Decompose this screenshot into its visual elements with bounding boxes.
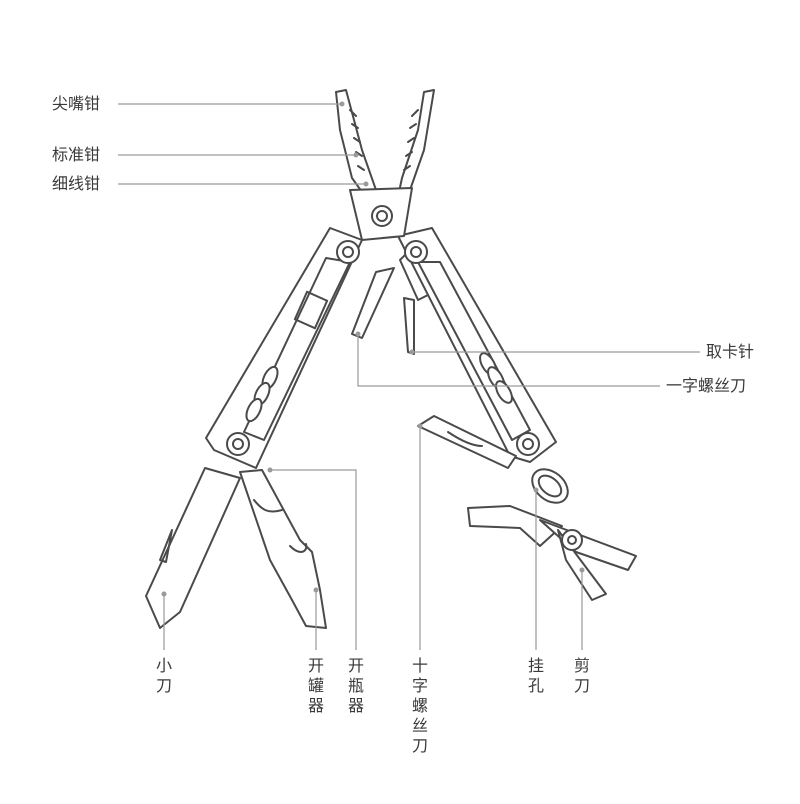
scissors-lower-blade <box>467 505 563 547</box>
opener-tool <box>239 469 327 629</box>
label-can-opener: 开罐器 <box>307 656 324 715</box>
label-wire-pliers: 细线钳 <box>52 174 101 193</box>
label-flat-screwdriver: 一字螺丝刀 <box>666 376 747 395</box>
label-small-knife: 小刀 <box>155 656 172 695</box>
scissors-blade <box>539 519 637 571</box>
callout-line-flat-screwdriver <box>357 334 660 387</box>
flat-screwdriver-tool <box>351 267 395 339</box>
sim-pin-tool <box>403 297 415 355</box>
label-hanging-hole: 挂孔 <box>527 656 544 695</box>
small-knife-blade <box>145 467 241 629</box>
label-scissors: 剪刀 <box>573 656 590 695</box>
callout-line-bottle-opener <box>270 469 357 650</box>
label-phillips-screwdriver: 十字螺丝刀 <box>411 656 428 755</box>
label-sim-pin: 取卡针 <box>706 342 755 361</box>
label-needle-nose-pliers: 尖嘴钳 <box>52 94 101 113</box>
hanging-ring <box>531 468 569 504</box>
label-bottle-opener: 开瓶器 <box>347 656 364 715</box>
label-standard-pliers: 标准钳 <box>52 145 101 164</box>
